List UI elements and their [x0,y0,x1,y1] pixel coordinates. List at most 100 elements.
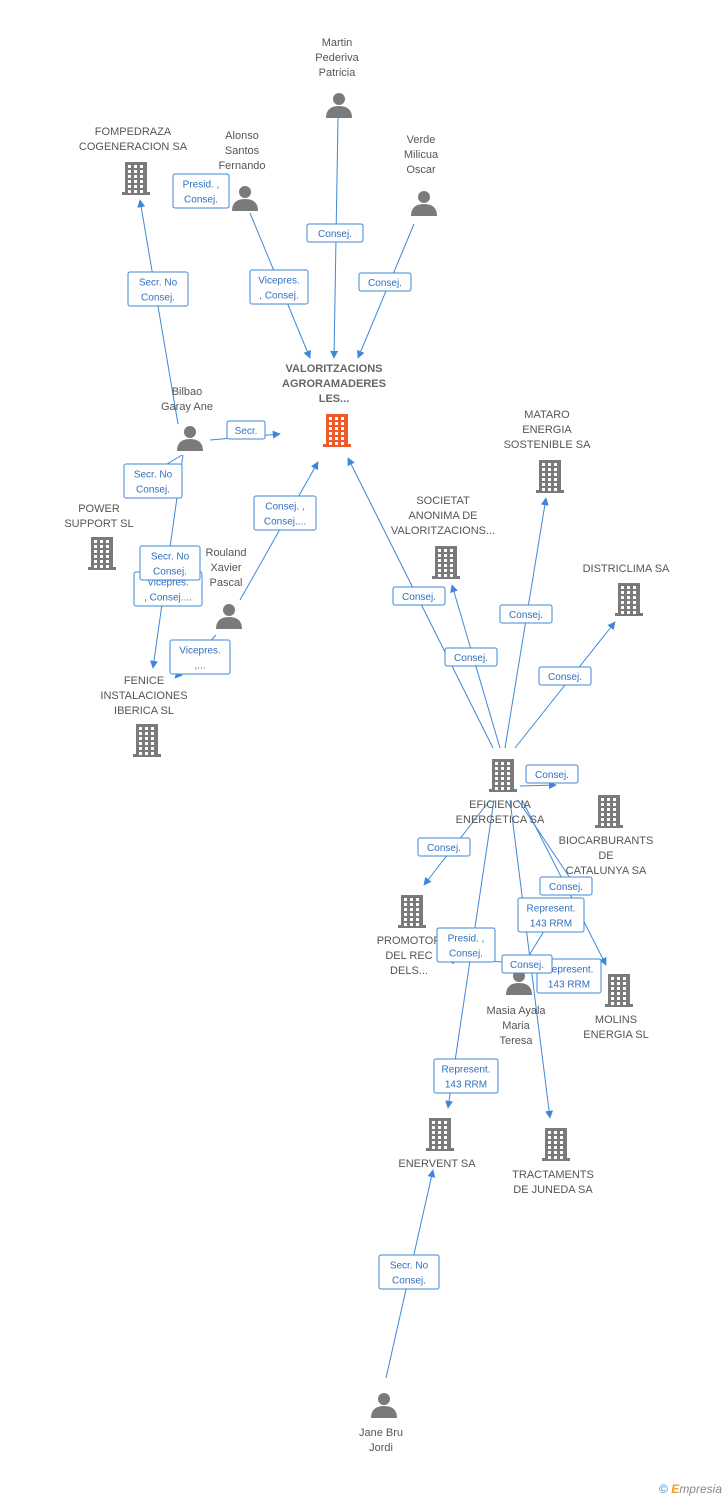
edge-labels-layer: Consej. Vicepres., Consej. Presid. , Consej… [123,173,602,1290]
building-icon [323,414,351,447]
building-icon [489,759,517,792]
edge-label-text: Represent. [545,965,594,976]
copyright-notice[interactable]: © Empresia [659,1482,722,1496]
edge-label-text: Consej. [318,229,352,240]
node-label: Bilbao [172,386,203,398]
node-label: Maria [502,1020,530,1032]
edge-label-text: Consej. , [265,502,304,513]
node-label: ANONIMA DE [408,510,477,522]
company-node[interactable]: ENERVENT SA [398,1118,476,1170]
node-label: Martin [322,37,353,49]
edge-label-box[interactable]: Presid. ,Consej. [172,173,230,209]
edge-label-text: Presid. , [183,180,220,191]
building-icon [605,974,633,1007]
node-label: Teresa [499,1035,533,1047]
node-label: Fernando [218,160,265,172]
node-label: DEL REC [385,950,432,962]
edge-label-box[interactable]: Consej. [525,764,579,784]
edge-label-box[interactable]: Consej. [538,666,592,686]
edge-label-box[interactable]: Consej. [392,586,446,606]
node-label: Verde [407,134,436,146]
edge-label-box[interactable]: Consej. [358,272,412,292]
edge-label-text: Consej. [136,485,170,496]
edge-label-text: Presid. , [448,934,485,945]
node-label: Pascal [209,577,242,589]
nodes-layer: VALORITZACIONSAGRORAMADERESLES...MartinP… [64,37,670,1454]
company-node[interactable]: PROMOTOR DEL REC DELS... [377,895,442,977]
node-label: ENERVENT SA [398,1158,476,1170]
node-label: FOMPEDRAZA [95,126,172,138]
edge-label-box[interactable]: Secr. No Consej. [378,1254,440,1290]
edge-label-text: Consej. [153,567,187,578]
edge-label-box[interactable]: Vicepres.,... [169,639,231,675]
node-label: POWER [78,503,120,515]
node-label: Garay Ane [161,401,213,413]
node-label: Alonso [225,130,259,142]
node-label: Santos [225,145,260,157]
company-node[interactable]: FOMPEDRAZA COGENERACION SA [79,126,188,195]
edge-label-text: Consej. [392,1276,426,1287]
edge-bilbao-to-fompedraza [137,199,179,425]
edge-label-text: Vicepres. [179,646,221,657]
edge-label-box[interactable]: Presid. , Consej. [436,927,496,963]
edge-label-box[interactable]: Represent.143 RRM [433,1058,499,1094]
edge-label-box[interactable]: Consej. [417,837,471,857]
edge-label-box[interactable]: Secr. No Consej. [123,463,183,499]
edge-label-box[interactable]: Consej. [539,876,593,896]
person-icon [506,970,532,995]
edge-label-box[interactable]: Consej. ,Consej.... [253,495,317,531]
edge-label-box[interactable]: Consej. [444,647,498,667]
node-label: DE [598,850,613,862]
company-node[interactable]: VALORITZACIONSAGRORAMADERESLES... [282,363,386,447]
node-label: COGENERACION SA [79,141,188,153]
person-icon [411,191,437,216]
node-label: Patricia [319,67,357,79]
node-label: IBERICA SL [114,705,174,717]
edge-label-box[interactable]: Consej. [306,223,364,243]
edge-label-text: Secr. No [134,470,173,481]
company-node[interactable]: DISTRICLIMA SA [583,563,670,616]
edge-eficiencia-to-biocarburants [517,799,579,891]
building-icon [426,1118,454,1151]
node-label: DELS... [390,965,428,977]
copyright-symbol: © [659,1482,668,1496]
edge-label-box[interactable]: Consej. [501,954,553,974]
edge-label-box[interactable]: Consej. [499,604,553,624]
edge-label-text: Secr. No [139,278,178,289]
edge-label-text: Consej. [449,949,483,960]
edge-label-box[interactable]: Secr. [226,420,266,440]
node-label: SOCIETAT [416,495,470,507]
building-icon [542,1128,570,1161]
edge-label-text: Consej. [548,672,582,683]
edge-label-text: Secr. [235,426,258,437]
node-label: FENICE [124,675,164,687]
edge-label-box[interactable]: Represent.143 RRM [536,958,602,994]
edge-label-text: Consej. [368,278,402,289]
node-label: ENERGIA SL [583,1029,648,1041]
edge-label-text: Secr. No [390,1261,429,1272]
node-label: LES... [319,393,350,405]
edge-label-box[interactable]: Represent.143 RRM [517,897,585,933]
node-label: AGRORAMADERES [282,378,386,390]
edge-label-box[interactable]: Vicepres., Consej. [249,269,309,305]
node-label: PROMOTOR [377,935,442,947]
person-icon [232,186,258,211]
person-icon [177,426,203,451]
